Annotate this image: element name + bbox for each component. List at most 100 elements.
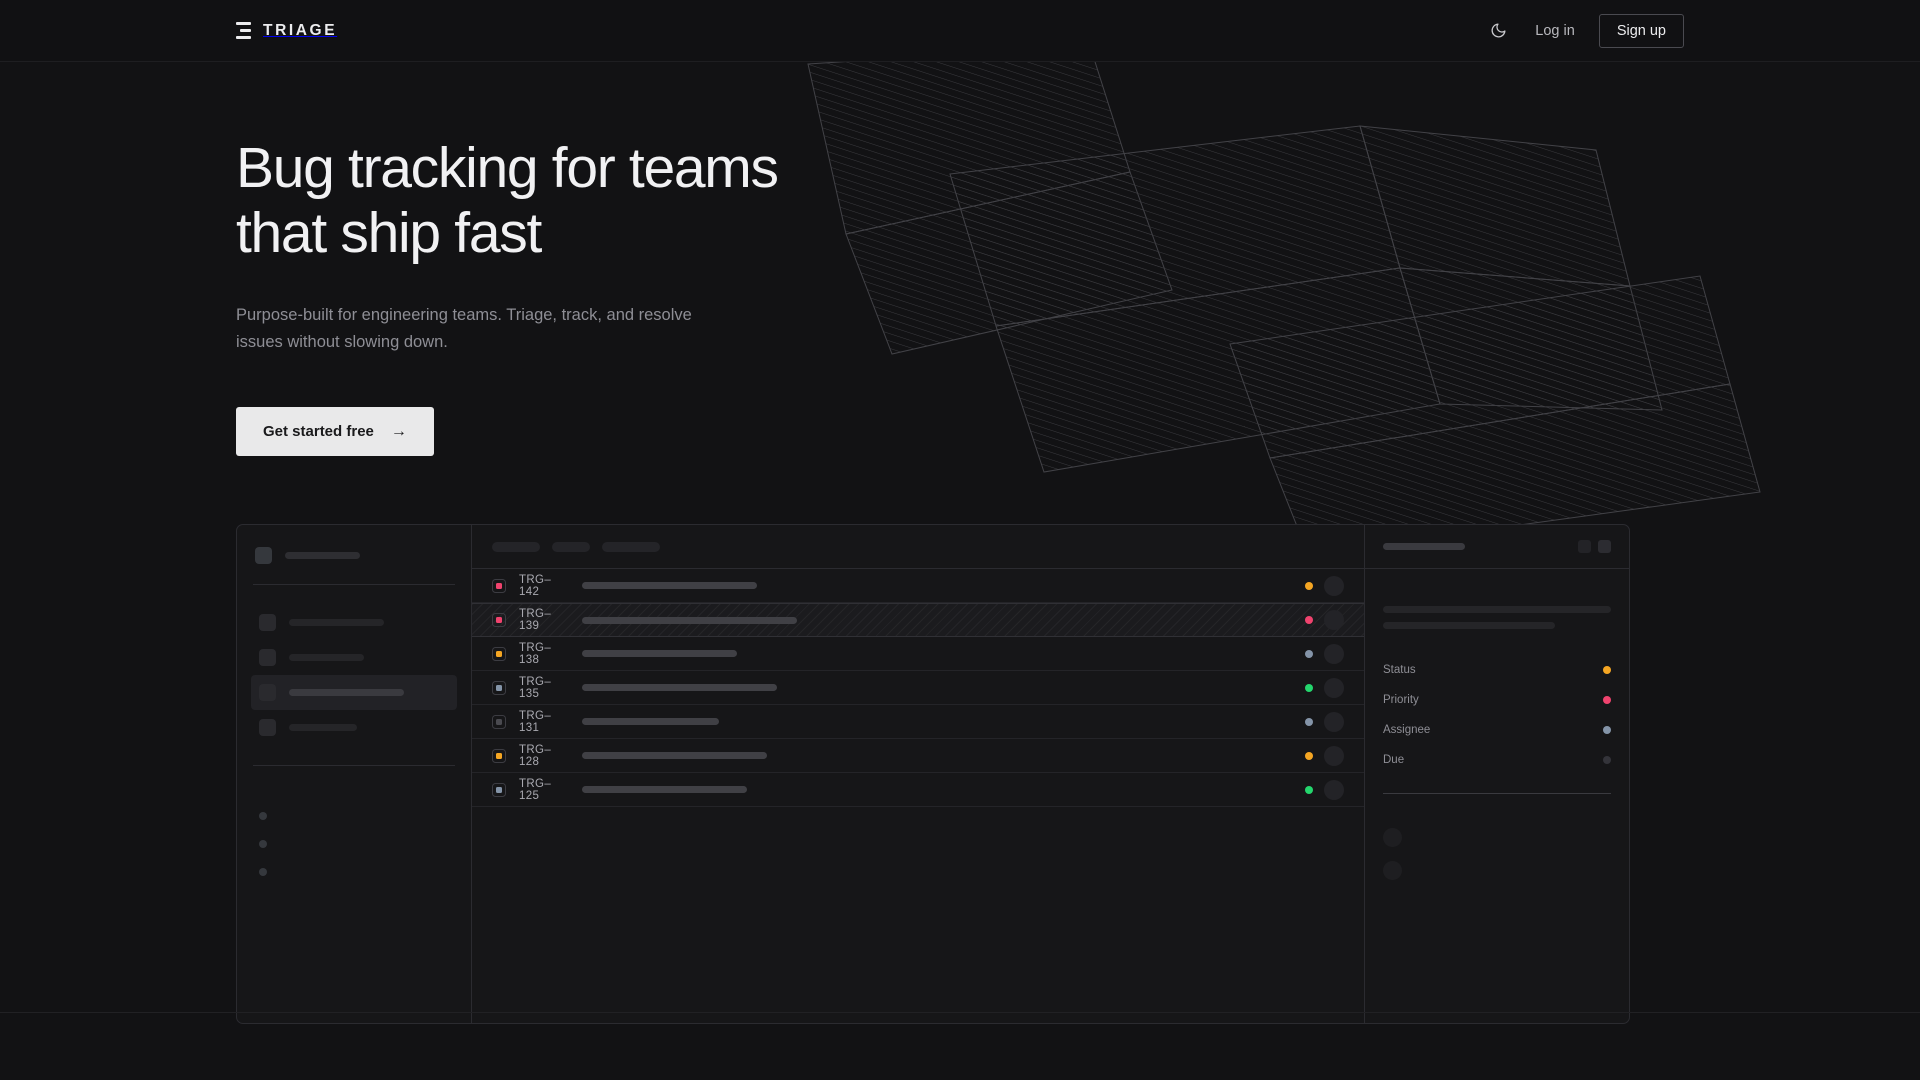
avatar <box>1324 576 1344 596</box>
avatar <box>1324 678 1344 698</box>
issue-title-placeholder <box>582 684 777 691</box>
status-badge <box>1305 718 1313 726</box>
issue-row-meta <box>1305 678 1344 698</box>
top-navigation-bar: TRIAGE Log in Sign up <box>0 0 1920 62</box>
bullet-icon <box>259 812 267 820</box>
mockup-detail-panel: StatusPriorityAssigneeDue <box>1364 525 1629 1023</box>
issue-title-placeholder <box>582 650 737 657</box>
table-row[interactable]: TRG–139 <box>472 603 1364 637</box>
brand-name: TRIAGE <box>263 22 337 40</box>
brand-logo[interactable]: TRIAGE <box>236 22 337 40</box>
table-row[interactable]: TRG–135 <box>472 671 1364 705</box>
more-icon[interactable] <box>1598 540 1611 553</box>
sidebar-item-0[interactable] <box>251 605 457 640</box>
issue-key: TRG–138 <box>519 642 569 666</box>
sidebar-item-icon <box>259 719 276 736</box>
issue-row-meta <box>1305 712 1344 732</box>
issue-row-meta <box>1305 610 1344 630</box>
moon-icon[interactable] <box>1485 18 1511 44</box>
issue-key: TRG–139 <box>519 608 569 632</box>
workspace-name-placeholder <box>285 552 360 559</box>
meta-value-badge <box>1603 756 1611 764</box>
status-badge <box>1305 616 1313 624</box>
issue-title-placeholder <box>582 786 747 793</box>
meta-value-badge <box>1603 696 1611 704</box>
meta-label: Priority <box>1383 694 1419 706</box>
sidebar-item-1[interactable] <box>251 640 457 675</box>
sidebar-item-label <box>289 724 357 731</box>
issue-key: TRG–128 <box>519 744 569 768</box>
page-divider <box>0 1012 1920 1013</box>
meta-row-status[interactable]: Status <box>1383 655 1611 685</box>
panel-icon[interactable] <box>1578 540 1591 553</box>
app-preview-mockup: TRG–142TRG–139TRG–138TRG–135TRG–131TRG–1… <box>236 524 1630 1024</box>
detail-body-lines <box>1383 606 1611 629</box>
workspace-avatar <box>255 547 272 564</box>
hero-section: Bug tracking for teams that ship fast Pu… <box>0 62 1920 456</box>
avatar <box>1324 746 1344 766</box>
list-toolbar <box>472 525 1364 569</box>
table-row[interactable]: TRG–128 <box>472 739 1364 773</box>
detail-metadata-list: StatusPriorityAssigneeDue <box>1383 655 1611 775</box>
issue-row-meta <box>1305 644 1344 664</box>
sidebar-nav-list <box>251 605 457 745</box>
sidebar-section-label <box>251 786 457 802</box>
workspace-switcher[interactable] <box>251 541 457 564</box>
status-badge <box>1305 650 1313 658</box>
issue-title-placeholder <box>582 718 719 725</box>
avatar <box>1324 780 1344 800</box>
issue-title-placeholder <box>582 752 767 759</box>
sidebar-item-3[interactable] <box>251 710 457 745</box>
issue-type-icon <box>492 783 506 797</box>
meta-value-badge <box>1603 726 1611 734</box>
meta-row-priority[interactable]: Priority <box>1383 685 1611 715</box>
toolbar-control-2[interactable] <box>602 542 660 552</box>
meta-label: Status <box>1383 664 1416 676</box>
mockup-sidebar <box>237 525 472 1023</box>
issue-type-icon <box>492 613 506 627</box>
sidebar-sub-item-0[interactable] <box>251 802 457 830</box>
meta-label: Due <box>1383 754 1404 766</box>
issue-key: TRG–125 <box>519 778 569 802</box>
signup-button[interactable]: Sign up <box>1599 14 1684 48</box>
table-row[interactable]: TRG–138 <box>472 637 1364 671</box>
issue-key: TRG–131 <box>519 710 569 734</box>
issue-row-meta <box>1305 746 1344 766</box>
activity-item-1 <box>1383 861 1611 880</box>
sidebar-sub-item-1[interactable] <box>251 830 457 858</box>
sidebar-sub-list <box>251 802 457 886</box>
table-row[interactable]: TRG–125 <box>472 773 1364 807</box>
detail-body-line-1 <box>1383 622 1555 629</box>
status-badge <box>1305 752 1313 760</box>
login-link[interactable]: Log in <box>1533 19 1577 43</box>
sidebar-item-label <box>289 689 404 696</box>
detail-activity <box>1365 794 1629 880</box>
issue-key: TRG–142 <box>519 574 569 598</box>
bullet-icon <box>259 868 267 876</box>
issue-type-icon <box>492 579 506 593</box>
sidebar-sub-item-2[interactable] <box>251 858 457 886</box>
detail-panel-header <box>1365 525 1629 569</box>
meta-row-assignee[interactable]: Assignee <box>1383 715 1611 745</box>
detail-body-line-0 <box>1383 606 1611 613</box>
sidebar-item-2[interactable] <box>251 675 457 710</box>
toolbar-control-0[interactable] <box>492 542 540 552</box>
avatar <box>1383 828 1402 847</box>
arrow-right-icon: → <box>391 424 407 440</box>
table-row[interactable]: TRG–131 <box>472 705 1364 739</box>
get-started-button[interactable]: Get started free → <box>236 407 434 456</box>
meta-row-due[interactable]: Due <box>1383 745 1611 775</box>
detail-header-actions <box>1578 540 1611 553</box>
status-badge <box>1305 786 1313 794</box>
issue-row-meta <box>1305 780 1344 800</box>
toolbar-control-1[interactable] <box>552 542 590 552</box>
sidebar-divider-2 <box>253 765 455 766</box>
issue-row-meta <box>1305 576 1344 596</box>
table-row[interactable]: TRG–142 <box>472 569 1364 603</box>
activity-items <box>1383 828 1611 880</box>
stacked-bars-logo-icon <box>236 22 251 39</box>
mockup-issue-list: TRG–142TRG–139TRG–138TRG–135TRG–131TRG–1… <box>472 525 1364 1023</box>
sidebar-item-label <box>289 654 364 661</box>
meta-value-badge <box>1603 666 1611 674</box>
